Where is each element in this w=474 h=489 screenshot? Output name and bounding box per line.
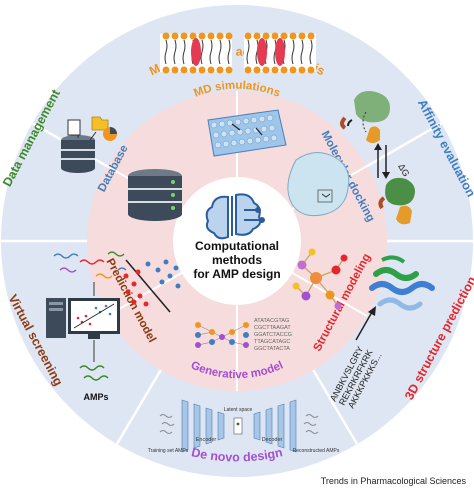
amps-label: AMPs	[83, 392, 108, 402]
dna-line-2: CGCTTAAGAT	[254, 325, 291, 331]
training-set-label: Training set AMPs	[148, 448, 189, 454]
denovo-label: De novo design	[190, 445, 284, 464]
protein-docking-icon	[287, 152, 350, 217]
center-title-line2: methods	[212, 253, 262, 267]
dna-sequence-block: ATATACGTAG CGCTTAAGAT GGATCTACCG TTAGCAT…	[254, 318, 292, 352]
dna-line-3: GGATCTACCG	[254, 332, 292, 338]
lipid-bilayer-icon	[160, 32, 316, 74]
network-graph-icon	[292, 248, 348, 310]
dna-line-5: GGCTATACTA	[254, 346, 290, 352]
protein-3d-structure-icon	[355, 255, 435, 341]
virtual-screening-icon	[46, 251, 127, 381]
dna-line-1: ATATACGTAG	[254, 318, 289, 324]
center-title-line1: Computational	[195, 239, 279, 253]
journal-footer: Trends in Pharmacological Sciences	[320, 476, 466, 486]
autoencoder-icon	[159, 399, 319, 453]
md-membrane-icon	[207, 109, 287, 157]
center-circle	[173, 177, 301, 305]
brain-circuit-icon	[205, 193, 265, 240]
reconstructed-label: Reconstructed AMPs	[293, 448, 340, 454]
dna-line-4: TTAGCATAGC	[254, 339, 290, 345]
data-management-icon	[61, 116, 117, 173]
encoder-label: Encoder	[196, 437, 217, 443]
decoder-label: Decoder	[262, 437, 283, 443]
latent-space-label: Latent space	[224, 407, 253, 413]
affinity-complex-icon: ΔG	[340, 91, 415, 225]
database-icon	[128, 169, 182, 221]
generative-network-icon	[195, 322, 249, 348]
center-title-line3: for AMP design	[193, 267, 280, 281]
prediction-scatter-icon	[123, 259, 181, 313]
